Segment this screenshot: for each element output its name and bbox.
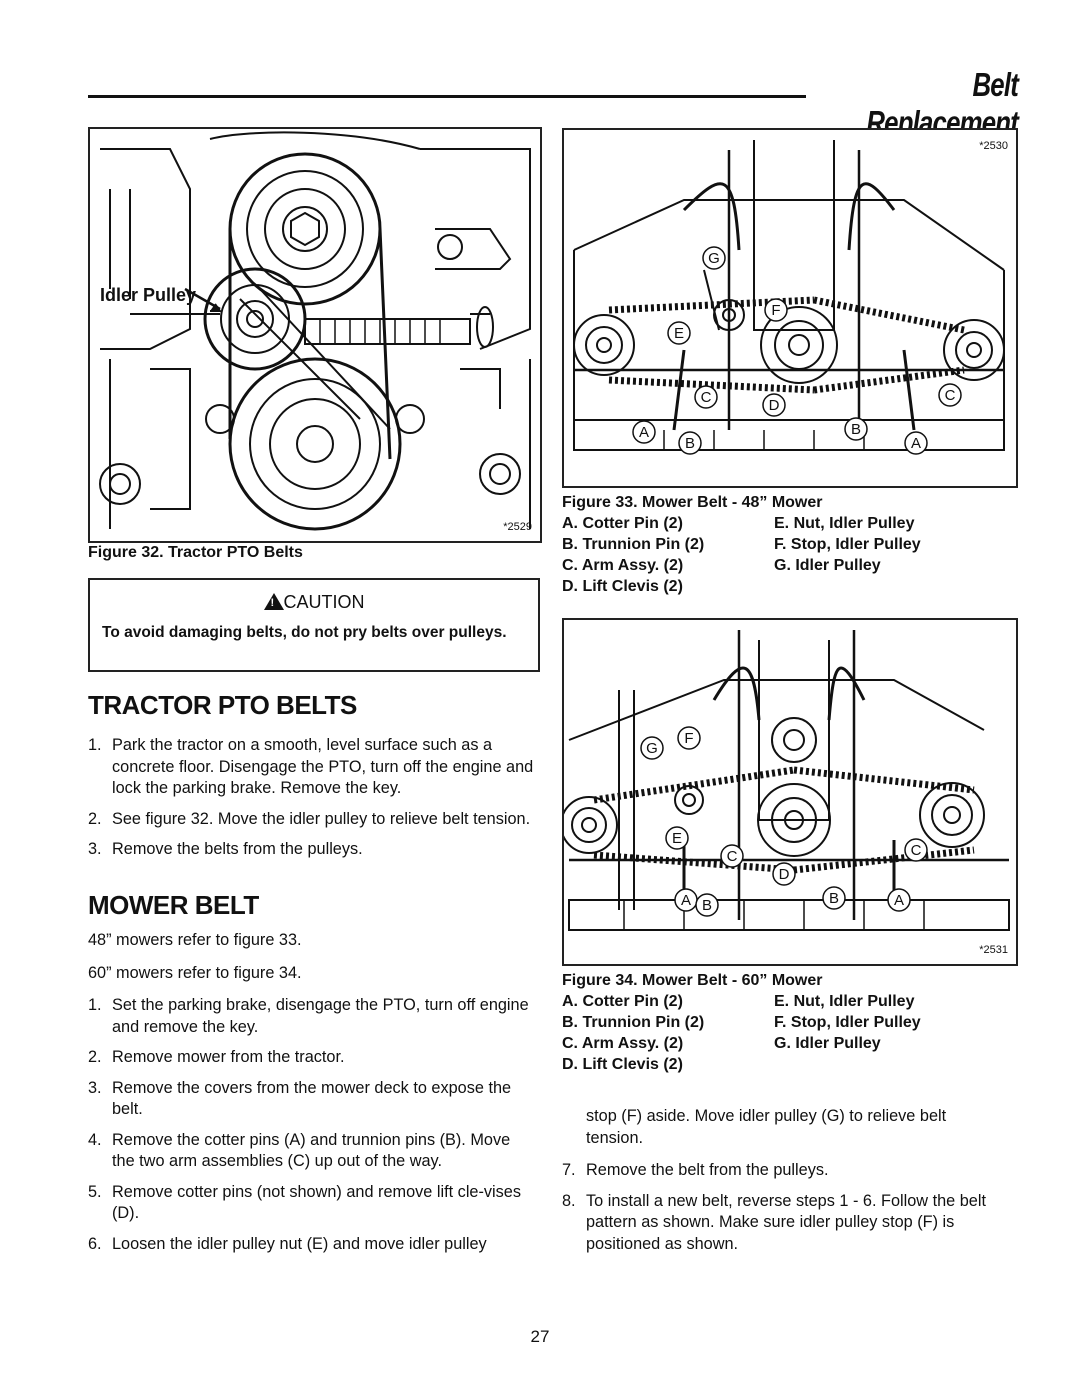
callout-e: E [667,321,691,345]
callout-b-left: B [695,893,719,917]
callout-a-left: A [632,420,656,444]
svg-text:E: E [672,830,682,847]
svg-text:B: B [851,421,861,438]
list-item: 2.Remove mower from the tractor. [88,1048,345,1066]
callout-b-right: B [844,417,868,441]
callout-c-left: C [694,385,718,409]
mower-belt-48-drawing: G F E C D C A B B A [573,140,1005,455]
callout-a-right: A [904,431,928,455]
svg-text:E: E [674,325,684,342]
callout-f: F [677,726,701,750]
list-item: 7.Remove the belt from the pulleys. [562,1161,829,1179]
list-item: 1.Park the tractor on a smooth, level su… [88,736,534,797]
section-heading-mower-belt: MOWER BELT [88,890,259,920]
svg-text:C: C [911,842,922,859]
figure-33-illustration: G F E C D C A B B A *2530 [562,128,1018,488]
list-item: 1.Set the parking brake, disengage the P… [88,996,529,1036]
list-item: 5.Remove cotter pins (not shown) and rem… [88,1182,522,1223]
callout-b-left: B [678,431,702,455]
list-item: 2.See figure 32. Move the idler pulley t… [88,809,531,828]
list-item: 4.Remove the cotter pins (A) and trunnio… [88,1130,511,1171]
callout-g: G [702,246,726,270]
figure-32-caption: Figure 32. Tractor PTO Belts [88,544,303,561]
svg-text:F: F [771,302,780,319]
intro-48: 48” mowers refer to figure 33. [88,931,302,949]
callout-c-left: C [720,844,744,868]
callout-d: D [772,862,796,886]
page-number: 27 [530,1327,550,1346]
svg-text:C: C [701,389,712,406]
caution-label: CAUTION [283,592,365,612]
svg-text:A: A [894,892,904,909]
list-item: 3.Remove the belts from the pulleys. [88,840,363,858]
svg-text:A: A [681,892,691,909]
callout-a-left: A [674,888,698,912]
caution-text: To avoid damaging belts, do not pry belt… [102,624,507,641]
figure-32-illustration: Idler Pulley *2529 [88,127,542,543]
svg-text:D: D [769,397,780,414]
figure-32-image-id: *2529 [503,521,532,533]
idler-pulley-callout: Idler Pulley [100,285,196,305]
svg-text:G: G [708,250,720,267]
figure-33-legend: Figure 33. Mower Belt - 48” Mower A. Cot… [562,492,1014,597]
svg-text:G: G [646,740,658,757]
callout-a-right: A [887,888,911,912]
svg-text:B: B [829,890,839,907]
svg-text:F: F [684,730,693,747]
mower-belt-60-drawing: G F E C C D A B B A [564,630,1010,931]
intro-60: 60” mowers refer to figure 34. [88,963,302,982]
callout-e: E [665,826,689,850]
step-6-continuation: stop (F) aside. Move idler pulley (G) to… [586,1107,947,1147]
callout-d: D [762,393,786,417]
callout-g: G [640,736,664,760]
warning-triangle-icon: ! [263,593,284,610]
tractor-steps-list: 1.Park the tractor on a smooth, level su… [88,735,534,870]
svg-text:B: B [702,897,712,914]
figure-34-legend: Figure 34. Mower Belt - 60” Mower A. Cot… [562,970,1014,1075]
svg-text:B: B [685,435,695,452]
callout-f: F [764,298,788,322]
caution-title: !CAUTION [90,592,538,613]
mower-belt-body: 48” mowers refer to figure 33. 60” mower… [88,930,534,1264]
tractor-pto-belts-drawing: Idler Pulley [99,131,531,531]
figure-33-caption: Figure 33. Mower Belt - 48” Mower [562,494,823,511]
figure-34-image-id: *2531 [979,944,1008,956]
figure-33-image-id: *2530 [979,140,1008,152]
figure-34-caption: Figure 34. Mower Belt - 60” Mower [562,972,823,989]
svg-text:C: C [945,387,956,404]
header-rule [88,95,806,98]
svg-text:D: D [779,866,790,883]
svg-text:A: A [911,435,921,452]
section-heading-tractor-pto-belts: TRACTOR PTO BELTS [88,690,357,720]
list-item: 8.To install a new belt, reverse steps 1… [562,1191,986,1253]
svg-text:C: C [727,848,738,865]
svg-text:A: A [639,424,649,441]
caution-box: !CAUTION To avoid damaging belts, do not… [88,578,540,672]
list-item: 3.Remove the covers from the mower deck … [88,1078,512,1119]
callout-c-right: C [904,838,928,862]
callout-c-right: C [938,383,962,407]
callout-b-right: B [822,886,846,910]
list-item: 6.Loosen the idler pulley nut (E) and mo… [88,1234,487,1253]
figure-34-illustration: G F E C C D A B B A *2531 [562,618,1018,966]
mower-belt-continuation: stop (F) aside. Move idler pulley (G) to… [562,1106,1002,1264]
